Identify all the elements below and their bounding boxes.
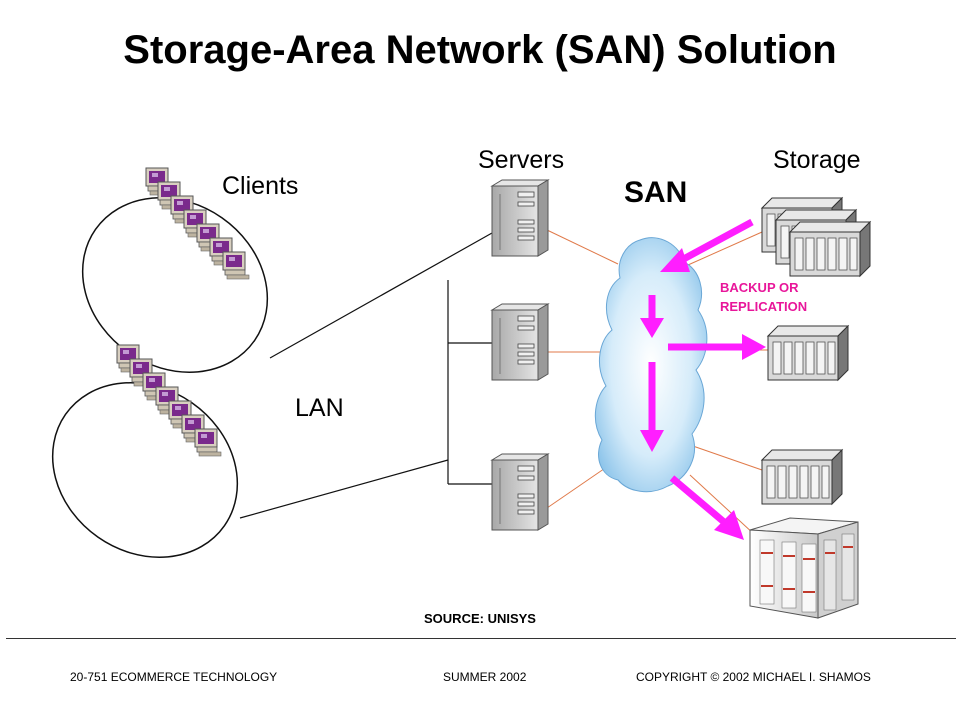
footer-copyright: COPYRIGHT © 2002 MICHAEL I. SHAMOS xyxy=(636,670,871,684)
desktop-computer-icon xyxy=(194,428,222,457)
arrow-head-icon xyxy=(640,430,664,452)
arrow-head-icon xyxy=(742,334,766,360)
disk-array-icon xyxy=(789,221,871,277)
replication-arrows xyxy=(640,218,766,540)
server-tower-icon xyxy=(491,179,549,257)
footer-course: 20-751 ECOMMERCE TECHNOLOGY xyxy=(70,670,278,684)
clients-label: Clients xyxy=(222,172,299,200)
lan-label: LAN xyxy=(295,394,344,422)
disk-array-icon xyxy=(767,325,849,381)
page-title: Storage-Area Network (SAN) Solution xyxy=(123,28,837,72)
mainframe-icon xyxy=(749,517,859,619)
servers-label: Servers xyxy=(478,146,565,174)
arrow-head-icon xyxy=(714,510,744,540)
lan-link-lower xyxy=(239,459,449,519)
storage-label: Storage xyxy=(773,146,861,174)
lan-link-upper xyxy=(269,232,493,359)
client-group-lower xyxy=(116,344,222,457)
source-credit: SOURCE: UNISYS xyxy=(424,611,536,626)
backup-replication-label: BACKUP OR REPLICATION xyxy=(720,278,807,316)
lan-segment-lower xyxy=(51,382,239,558)
arrow-head-icon xyxy=(640,318,664,338)
arrow-head-icon xyxy=(660,248,690,272)
storage-array-top xyxy=(761,197,871,277)
backup-label-line1: BACKUP OR xyxy=(720,280,799,295)
server-tower-icon xyxy=(491,303,549,381)
backup-label-line2: REPLICATION xyxy=(720,299,808,314)
footer-term: SUMMER 2002 xyxy=(443,670,527,684)
desktop-computer-icon xyxy=(222,251,250,280)
footer-divider xyxy=(6,638,956,639)
san-label: SAN xyxy=(624,176,688,209)
server-tower-icon xyxy=(491,453,549,531)
disk-array-icon xyxy=(761,449,843,505)
